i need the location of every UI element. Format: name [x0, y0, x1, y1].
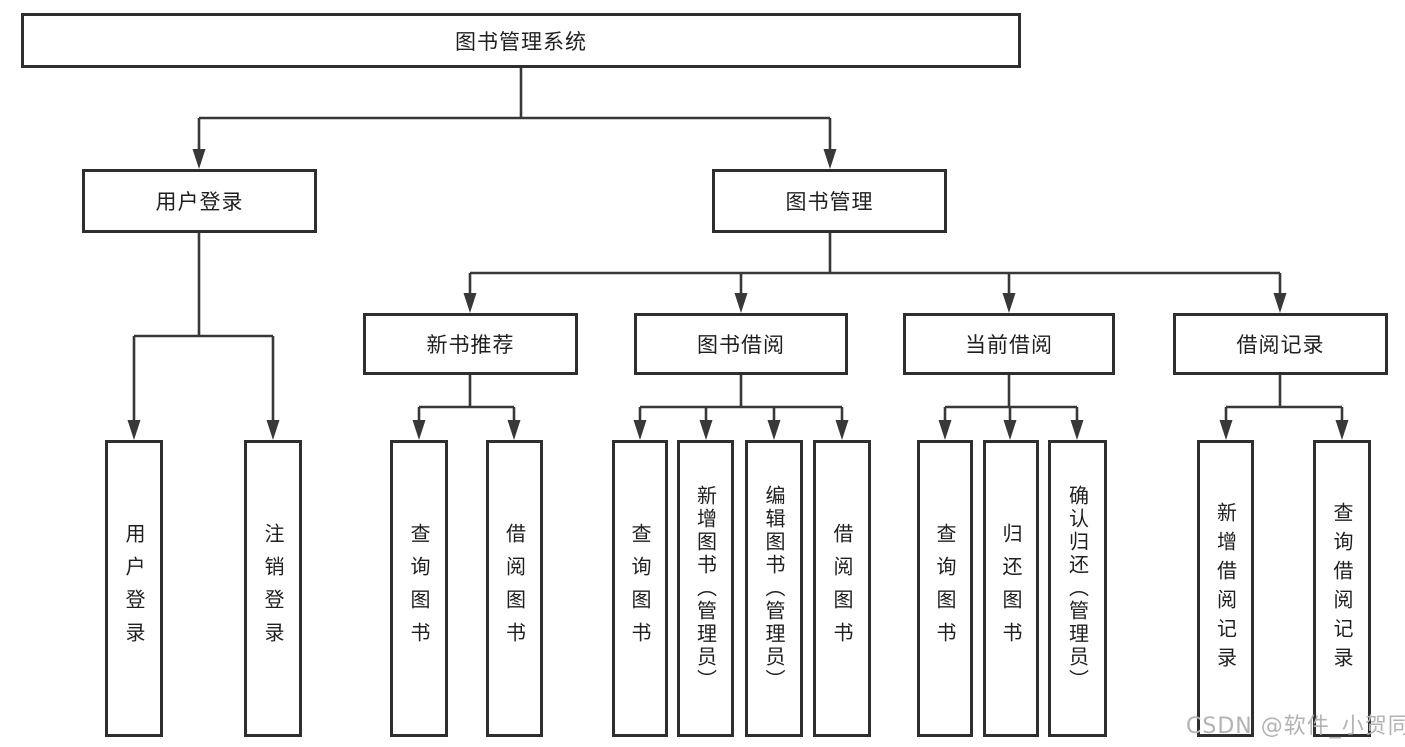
node-borrow-records-label: 借阅记录 [1236, 333, 1325, 357]
leaf-current-return-label: 归还图书 [999, 522, 1023, 655]
node-current-borrow: 当前借阅 [903, 313, 1115, 375]
node-book-management-label: 图书管理 [785, 190, 874, 214]
leaf-current-confirm-admin-label: 确认归还（管理员） [1065, 485, 1090, 692]
leaf-record-add-label: 新增借阅记录 [1213, 501, 1238, 676]
leaf-record-query: 查询借阅记录 [1313, 440, 1371, 737]
leaf-current-return: 归还图书 [983, 440, 1039, 737]
leaf-user-login: 用户登录 [105, 440, 163, 737]
leaf-newbook-query: 查询图书 [390, 440, 448, 737]
leaf-record-query-label: 查询借阅记录 [1330, 501, 1354, 676]
node-book-borrow-label: 图书借阅 [697, 333, 785, 357]
node-user-login: 用户登录 [82, 169, 317, 233]
node-user-login-label: 用户登录 [155, 190, 244, 214]
node-new-book-recommend-label: 新书推荐 [426, 333, 515, 357]
leaf-borrow-borrow-label: 借阅图书 [830, 522, 854, 655]
leaf-newbook-borrow: 借阅图书 [486, 440, 543, 737]
node-borrow-records: 借阅记录 [1173, 313, 1388, 375]
node-root-label: 图书管理系统 [455, 29, 587, 54]
leaf-borrow-query-label: 查询图书 [628, 522, 652, 655]
leaf-newbook-query-label: 查询图书 [407, 522, 431, 655]
leaf-current-confirm-admin: 确认归还（管理员） [1048, 440, 1107, 737]
leaf-record-add: 新增借阅记录 [1197, 440, 1254, 737]
leaf-logout-label: 注销登录 [261, 522, 285, 655]
node-current-borrow-label: 当前借阅 [965, 333, 1053, 357]
node-book-management: 图书管理 [712, 169, 947, 233]
leaf-current-query: 查询图书 [917, 440, 973, 737]
leaf-logout: 注销登录 [244, 440, 302, 737]
node-new-book-recommend: 新书推荐 [363, 313, 578, 375]
leaf-borrow-add-admin-label: 新增图书（管理员） [693, 485, 718, 692]
leaf-newbook-borrow-label: 借阅图书 [502, 522, 527, 655]
leaf-borrow-borrow: 借阅图书 [813, 440, 871, 737]
leaf-borrow-add-admin: 新增图书（管理员） [677, 440, 734, 737]
node-book-borrow: 图书借阅 [634, 313, 848, 375]
leaf-current-query-label: 查询图书 [933, 522, 957, 655]
leaf-borrow-query: 查询图书 [612, 440, 668, 737]
leaf-borrow-edit-admin-label: 编辑图书（管理员） [762, 485, 786, 692]
node-root: 图书管理系统 [21, 13, 1021, 68]
leaf-borrow-edit-admin: 编辑图书（管理员） [745, 440, 803, 737]
leaf-user-login-label: 用户登录 [122, 522, 146, 655]
csdn-watermark: CSDN @软件_小贺同学 [1186, 714, 1405, 739]
